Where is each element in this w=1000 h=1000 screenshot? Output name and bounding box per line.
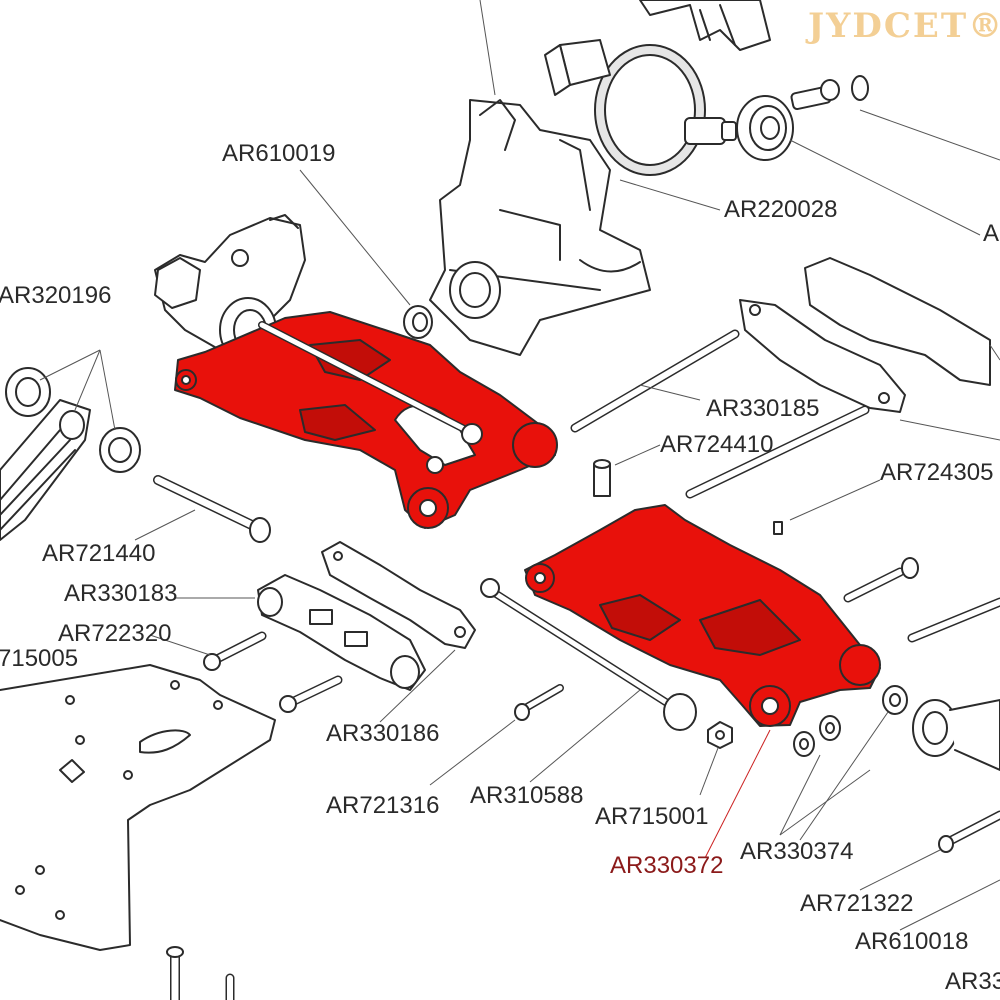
gearbox-housing xyxy=(429,99,651,356)
label-ar715001: AR715001 xyxy=(595,803,709,830)
pin-right xyxy=(907,597,1000,643)
hinge-pin-right xyxy=(685,405,870,499)
label-715005: 715005 xyxy=(0,645,79,672)
label-ar330183: AR330183 xyxy=(64,580,178,607)
hinge-pin-ar330185 xyxy=(570,329,740,433)
watermark-logo: JYDCET® xyxy=(808,6,1000,46)
label-ar310588: AR310588 xyxy=(470,782,584,809)
rear-hub-carrier xyxy=(154,214,306,363)
arm-mount-ar330183 xyxy=(257,574,426,691)
screw-ar722320 xyxy=(203,631,267,671)
label-ar610018: AR610018 xyxy=(855,928,969,955)
leader-lines xyxy=(39,0,1000,931)
suspension-arm-lower xyxy=(524,504,881,727)
label-ar220028: AR220028 xyxy=(724,196,838,223)
screw-ar721322 xyxy=(938,810,1000,853)
label-ar722320: AR722320 xyxy=(58,620,172,647)
brace-ar330186 xyxy=(321,541,476,649)
screw-ar721440 xyxy=(153,475,271,543)
label-ar320196: AR320196 xyxy=(0,282,112,309)
label-ar330186: AR330186 xyxy=(326,720,440,747)
bearing-ar610019 xyxy=(403,305,433,339)
screw-ar721316 xyxy=(514,684,564,721)
screw-right-arm xyxy=(843,557,919,603)
screw-chassis xyxy=(279,675,343,713)
label-ar724410: AR724410 xyxy=(660,431,774,458)
bearing-ar220028 xyxy=(736,95,794,161)
left-link-arm xyxy=(0,399,91,541)
spacer-ar724410 xyxy=(593,459,611,497)
label-ar330374: AR330374 xyxy=(740,838,854,865)
chassis-plate xyxy=(0,664,276,951)
drive-shaft-lower xyxy=(480,578,697,731)
arm-mount-upper-right xyxy=(739,257,991,413)
washers-ar330374 xyxy=(793,685,908,757)
label-ar721316: AR721316 xyxy=(326,792,440,819)
label-ar724305: AR724305 xyxy=(880,459,994,486)
label-ar721322: AR721322 xyxy=(800,890,914,917)
nut-ar715001 xyxy=(707,721,733,749)
differential-gear xyxy=(544,39,737,176)
rear-hub-bottom-right xyxy=(912,699,1000,771)
label-ar330372: AR330372 xyxy=(610,852,724,879)
pin-top-right xyxy=(790,75,869,111)
label-right-top: A xyxy=(983,220,1000,247)
drive-shaft-upper xyxy=(258,321,483,474)
label-ar330185: AR330185 xyxy=(706,395,820,422)
setscrew-ar724305 xyxy=(773,521,783,535)
pins-bottom xyxy=(166,946,235,1000)
suspension-arm-upper xyxy=(174,311,558,529)
label-right-bottom: AR33 xyxy=(945,968,1000,995)
label-ar721440: AR721440 xyxy=(42,540,156,567)
top-gearbox-fragment xyxy=(639,0,771,51)
label-ar610019: AR610019 xyxy=(222,140,336,167)
bushing-ar320196 xyxy=(5,367,141,473)
leader-line-highlight xyxy=(704,729,771,859)
